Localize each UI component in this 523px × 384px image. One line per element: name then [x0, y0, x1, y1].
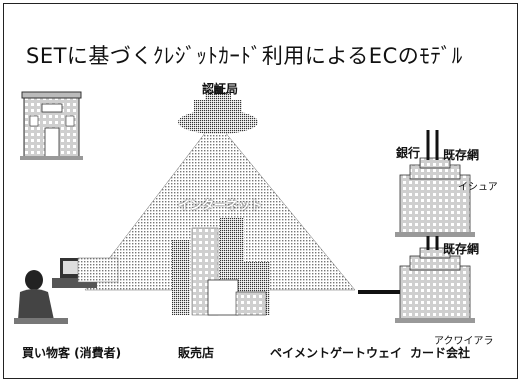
merchant-label: 販売店 [178, 346, 215, 360]
buyer-label: 買い物客 (消費者) [22, 346, 122, 360]
bank-label: 銀行 [396, 146, 421, 160]
payment-gateway-label: ペイメントゲートウェイ [270, 346, 403, 360]
buyer-computer-icon [14, 257, 119, 324]
ca-label: 認証局 [202, 82, 239, 96]
acquirer-card-company-building-icon [395, 247, 475, 323]
existing-network-bottom-label: 既存網 [443, 242, 480, 256]
issuer-bank-building-icon [395, 157, 475, 237]
ca-building-icon [178, 86, 258, 134]
card-company-label: カード会社 [410, 346, 471, 360]
existing-network-lines [426, 130, 439, 250]
internet-label: インターネット [178, 198, 263, 212]
acquirer-label: アクワイアラ [434, 336, 494, 347]
diagram-title: SETに基づくｸﾚｼﾞｯﾄｶｰﾄﾞ利用によるECのﾓﾃﾞﾙ [26, 44, 463, 68]
bank-building-icon [20, 91, 83, 160]
merchant-store-icon [172, 218, 270, 316]
existing-network-top-label: 既存網 [443, 148, 480, 162]
issuer-label: イシュア [458, 182, 498, 193]
